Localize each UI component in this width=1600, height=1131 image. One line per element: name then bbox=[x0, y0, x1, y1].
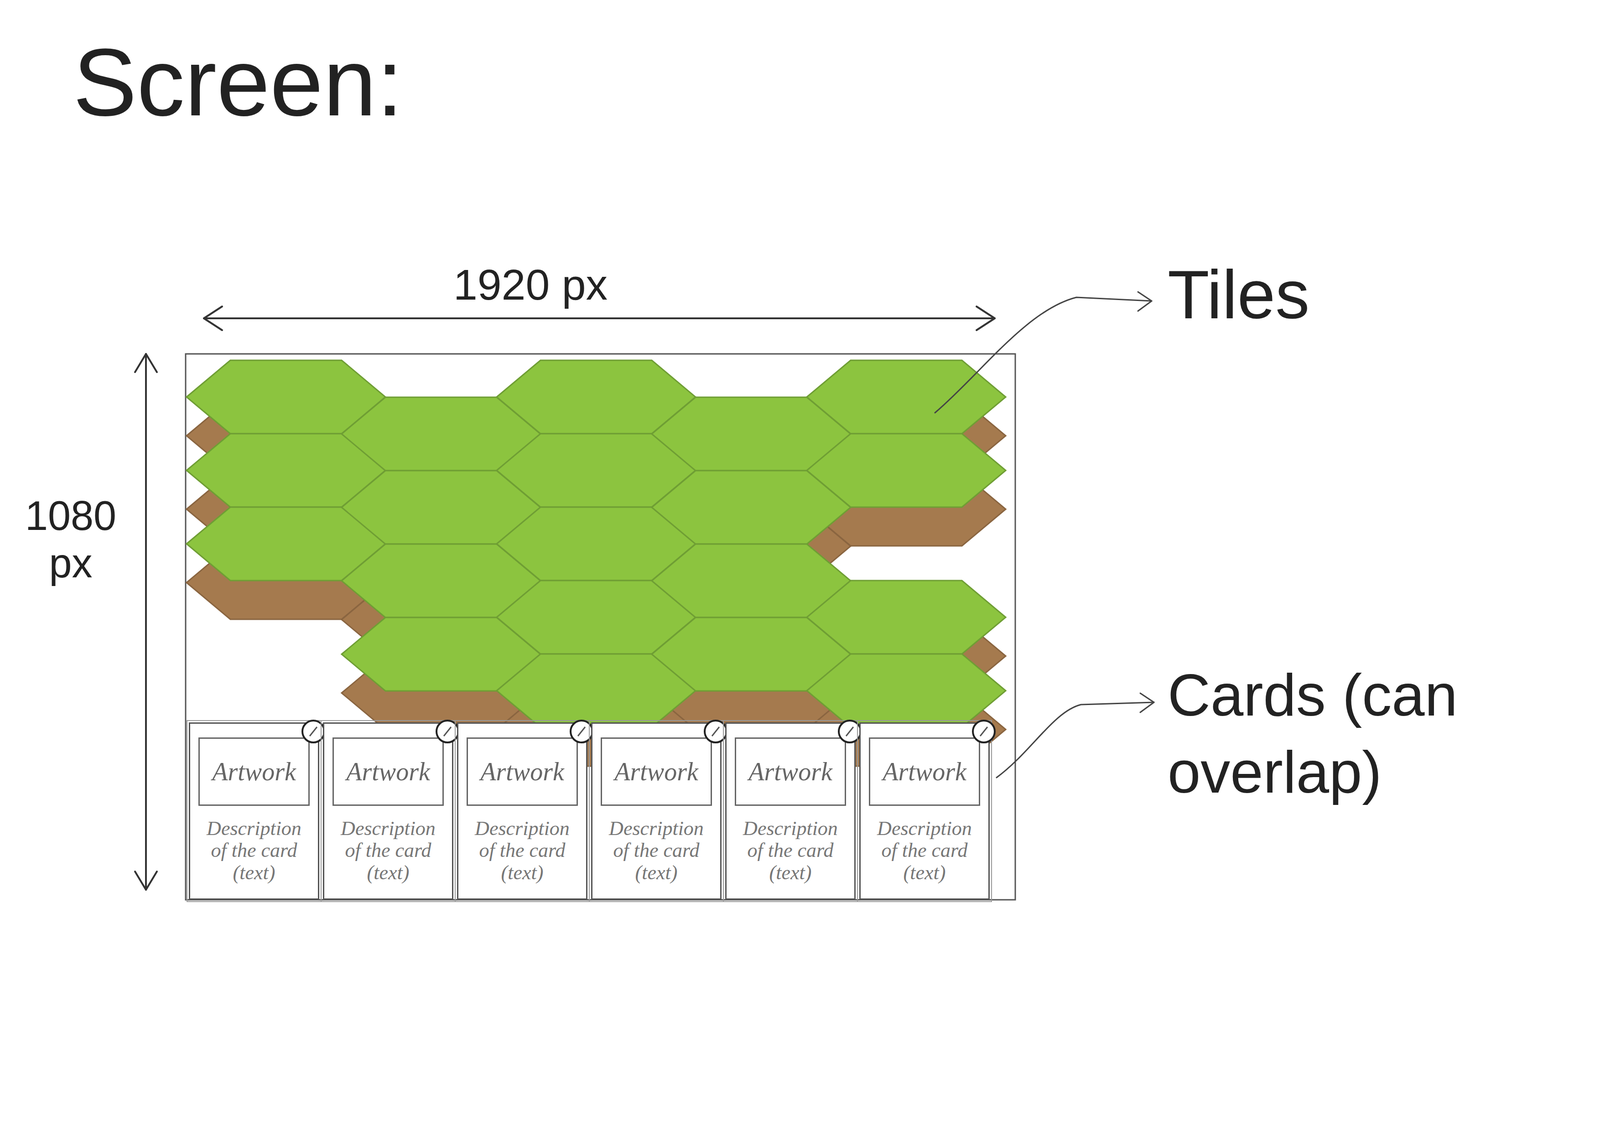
leader-line bbox=[996, 702, 1154, 778]
artwork-label: Artwork bbox=[212, 757, 297, 787]
leader-line bbox=[935, 297, 1152, 413]
token-mark bbox=[443, 727, 452, 737]
card-description: Description of the card (text) bbox=[868, 817, 981, 884]
arrow-head bbox=[1140, 693, 1154, 713]
corner-token bbox=[836, 718, 863, 745]
artwork-label: Artwork bbox=[748, 757, 833, 787]
arrow-head bbox=[203, 306, 223, 331]
artwork-label: Artwork bbox=[346, 757, 431, 787]
artwork-label: Artwork bbox=[480, 757, 565, 787]
token-mark bbox=[309, 727, 317, 737]
artwork-box: Artwork bbox=[600, 737, 712, 806]
arrow-head bbox=[1137, 291, 1152, 312]
width-dimension bbox=[203, 317, 995, 320]
card: ArtworkDescription of the card (text) bbox=[188, 722, 320, 900]
dimension-label: 1080 px bbox=[18, 492, 124, 588]
token-mark bbox=[577, 727, 586, 737]
card-description: Description of the card (text) bbox=[198, 817, 310, 884]
corner-token bbox=[434, 718, 461, 745]
card-description: Description of the card (text) bbox=[734, 817, 847, 884]
card-description: Description of the card (text) bbox=[600, 817, 712, 884]
corner-token bbox=[971, 718, 997, 745]
token-mark bbox=[711, 727, 720, 737]
token-circle bbox=[838, 720, 861, 743]
token-mark bbox=[980, 727, 988, 737]
card: ArtworkDescription of the card (text) bbox=[457, 722, 588, 900]
card-description: Description of the card (text) bbox=[466, 817, 578, 884]
artwork-label: Artwork bbox=[882, 757, 967, 787]
artwork-box: Artwork bbox=[868, 737, 981, 806]
card: ArtworkDescription of the card (text) bbox=[591, 722, 722, 900]
artwork-label: Artwork bbox=[614, 757, 699, 787]
callout-label: Tiles bbox=[1167, 255, 1442, 335]
token-mark bbox=[846, 727, 854, 737]
arrow-head bbox=[976, 306, 995, 331]
arrow-head bbox=[135, 871, 157, 890]
leader-lines bbox=[935, 291, 1154, 778]
corner-token bbox=[702, 718, 729, 745]
height-dimension bbox=[145, 353, 147, 890]
hex-tile bbox=[186, 360, 1006, 728]
token-circle bbox=[436, 720, 459, 743]
token-circle bbox=[302, 720, 325, 743]
screen-frame bbox=[185, 353, 1016, 900]
artwork-box: Artwork bbox=[332, 737, 444, 806]
card: ArtworkDescription of the card (text) bbox=[859, 722, 990, 900]
token-circle bbox=[972, 720, 995, 743]
card: ArtworkDescription of the card (text) bbox=[322, 722, 454, 900]
title-text: Screen: bbox=[72, 27, 404, 138]
arrow-head bbox=[135, 353, 157, 373]
callout-label: Cards (can overlap) bbox=[1167, 656, 1579, 811]
artwork-box: Artwork bbox=[466, 737, 578, 806]
card-description: Description of the card (text) bbox=[332, 817, 444, 884]
corner-token bbox=[300, 718, 327, 745]
card: ArtworkDescription of the card (text) bbox=[725, 722, 856, 900]
dimension-label: 1920 px bbox=[434, 259, 627, 310]
artwork-box: Artwork bbox=[734, 737, 847, 806]
token-circle bbox=[704, 720, 727, 743]
token-circle bbox=[570, 720, 593, 743]
artwork-box: Artwork bbox=[198, 737, 310, 806]
corner-token bbox=[568, 718, 595, 745]
